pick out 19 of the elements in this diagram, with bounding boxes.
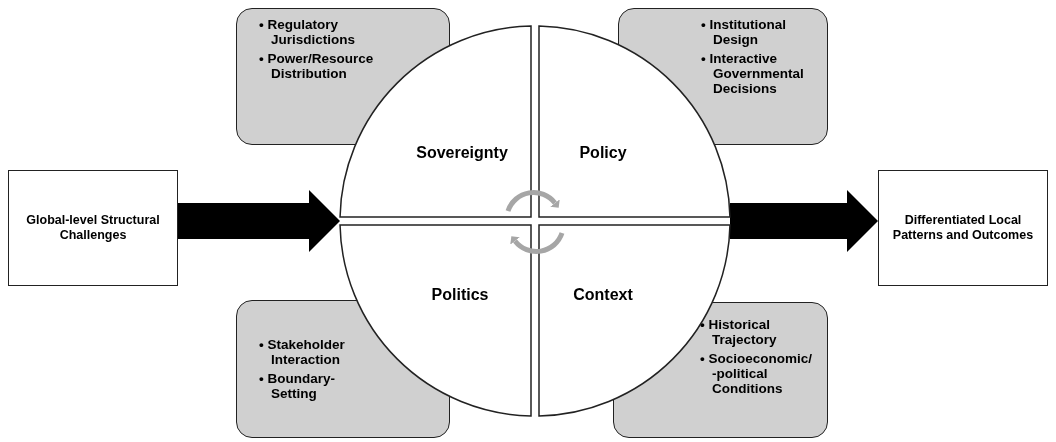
quadrant-label: Sovereignty	[416, 144, 508, 162]
bullet-item: • Power/Resource Distribution	[259, 51, 375, 81]
bullet-item: • Socioeconomic/ -political Conditions	[700, 351, 813, 396]
quadrant-label: Politics	[431, 286, 489, 304]
cycle-arrow	[505, 190, 560, 212]
bullet-item: • Interactive Governmental Decisions	[701, 51, 805, 96]
box-label: Differentiated Local Patterns and Outcomes	[891, 213, 1035, 243]
bullet-item: • Institutional Design	[701, 17, 787, 47]
quadrant-label: Policy	[579, 144, 627, 162]
bullet-item: • Stakeholder Interaction	[259, 337, 346, 367]
quadrant-label: Context	[573, 286, 633, 304]
cycle-arrow	[510, 232, 565, 254]
bullet-item: • Regulatory Jurisdictions	[259, 17, 357, 47]
bullet-item: • Historical Trajectory	[700, 317, 778, 347]
bullet-item: • Boundary-Setting	[259, 371, 336, 401]
box-label: Global-level Structural Challenges	[25, 213, 161, 243]
text-box	[878, 170, 1048, 286]
block-arrow	[178, 190, 340, 252]
text-box	[8, 170, 178, 286]
